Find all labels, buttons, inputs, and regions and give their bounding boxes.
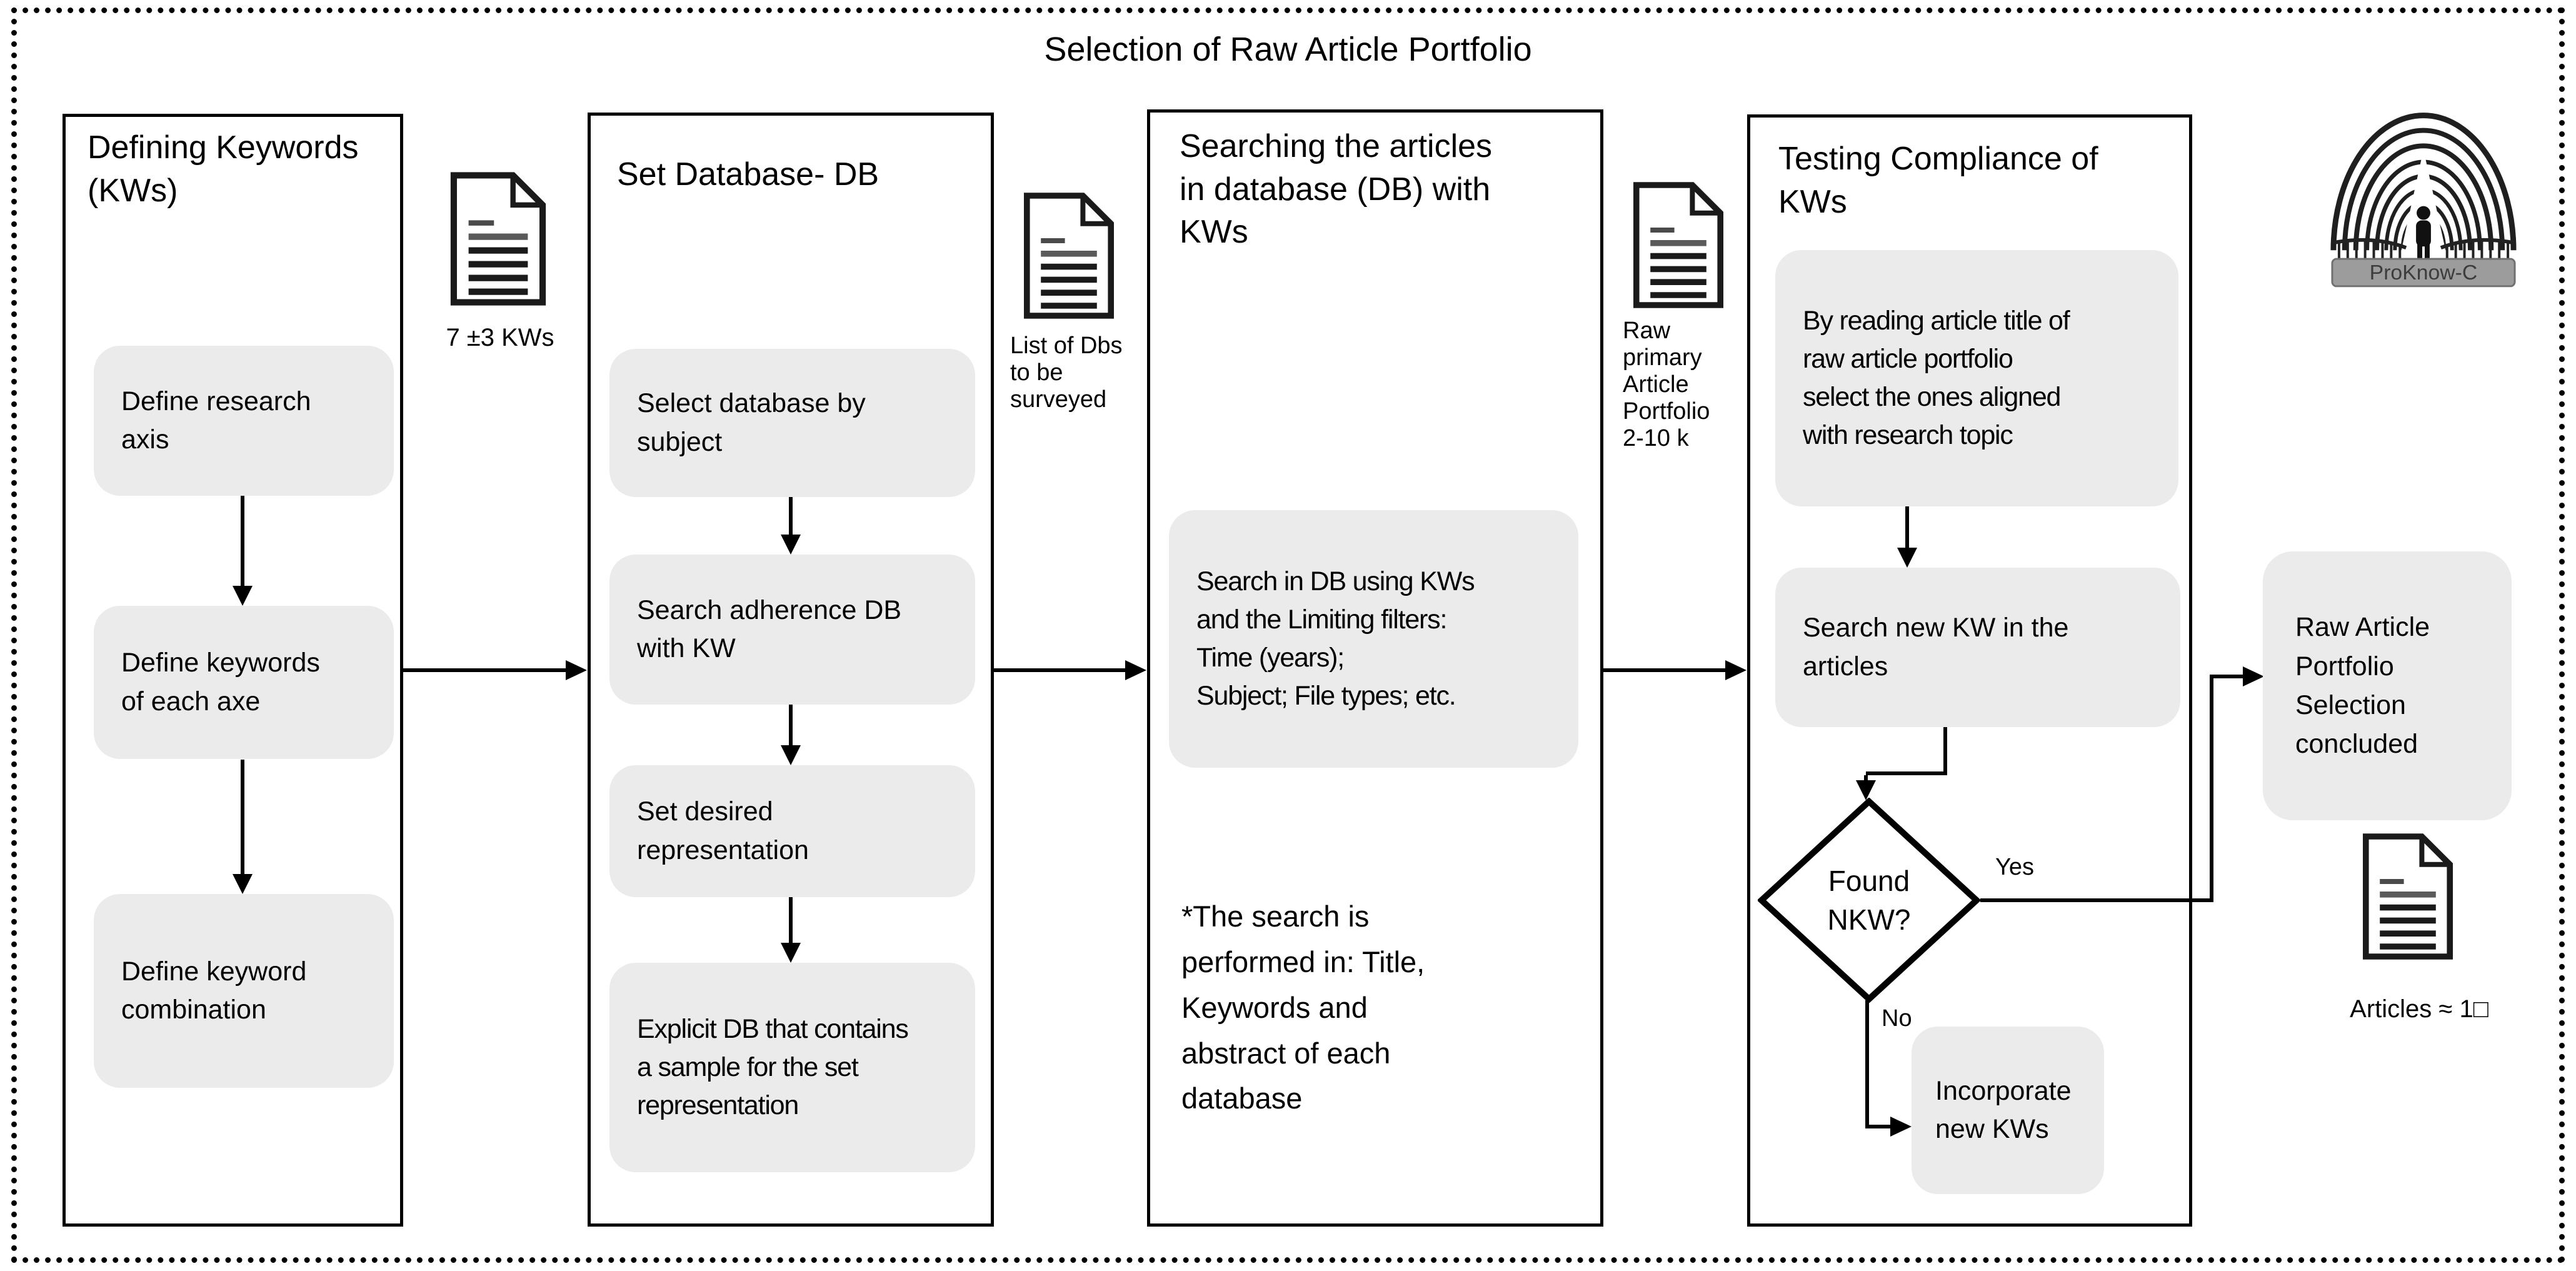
document-icon <box>1628 180 1728 313</box>
arrow-down-icon <box>1856 780 1876 800</box>
step-define-keyword-combination: Define keyword combination <box>94 894 394 1088</box>
arrow-down-icon <box>781 943 801 963</box>
document-icon <box>445 170 551 311</box>
logo-light-wedge <box>2401 149 2446 252</box>
arrow-right-icon <box>1125 660 1146 680</box>
proknow-c-logo: ProKnow-C <box>2330 63 2517 292</box>
flow-line <box>1603 668 1725 672</box>
yes-path-line <box>2210 675 2243 678</box>
document-icon <box>2358 831 2458 965</box>
step-explicit-db-sample: Explicit DB that contains a sample for t… <box>609 963 975 1172</box>
search-scope-note: *The search is performed in: Title, Keyw… <box>1181 900 1425 1115</box>
flow-line <box>403 668 566 672</box>
arrow-right-icon <box>1725 660 1747 680</box>
step-define-research-axis: Define research axis <box>94 346 394 496</box>
stage-header: Testing Compliance of KWs <box>1778 141 2098 220</box>
step-search-adherence-db: Search adherence DB with KW <box>609 555 975 705</box>
artifact-label: Raw primary Article Portfolio 2-10 k <box>1623 318 1710 451</box>
stage-header: Searching the articles in database (DB) … <box>1180 128 1493 251</box>
diagram-dotted-border <box>11 8 2565 1263</box>
flow-line <box>241 496 244 586</box>
stage-header: Defining Keywords (KWs) <box>88 129 359 209</box>
decision-found-nkw: Found NKW? <box>1757 797 1982 1003</box>
arrow-down-icon <box>781 745 801 765</box>
arrow-right-icon <box>2243 666 2264 686</box>
diagram-title: Selection of Raw Article Portfolio <box>1044 31 1532 68</box>
step-incorporate-new-kws: Incorporate new KWs <box>1912 1027 2104 1194</box>
arrow-down-icon <box>1897 548 1917 568</box>
flow-line <box>789 705 793 745</box>
no-path-line <box>1865 1125 1890 1128</box>
logo-text: ProKnow-C <box>2370 261 2478 284</box>
decision-no-label: No <box>1882 1005 1912 1032</box>
decision-yes-label: Yes <box>1995 854 2034 880</box>
step-select-database-by-subject: Select database by subject <box>609 349 975 497</box>
artifact-label: 7 ±3 KWs <box>446 324 554 351</box>
step-read-titles-select-aligned: By reading article title of raw article … <box>1775 250 2178 506</box>
document-icon <box>1019 191 1119 324</box>
flow-line <box>789 897 793 943</box>
arrow-down-icon <box>781 535 801 555</box>
artifact-label: Articles ≈ 1□ <box>2350 995 2488 1023</box>
logo-banner: ProKnow-C <box>2331 258 2516 288</box>
flow-line <box>1864 775 1868 783</box>
step-search-new-kw: Search new KW in the articles <box>1775 568 2180 727</box>
arrow-down-icon <box>233 586 253 606</box>
flow-line <box>789 497 793 535</box>
flow-line <box>994 668 1125 672</box>
decision-question: Found NKW? <box>1827 864 1911 936</box>
arrow-down-icon <box>233 874 253 894</box>
diamond-shape <box>1757 797 1982 1003</box>
yes-path-line <box>2210 676 2213 902</box>
flow-line <box>1866 771 1947 775</box>
arrow-right-icon <box>1890 1117 1912 1137</box>
stage-header: Set Database- DB <box>617 156 880 193</box>
step-define-keywords-each-axe: Define keywords of each axe <box>94 606 394 759</box>
artifact-label: List of Dbs to be surveyed <box>1010 333 1123 413</box>
flow-line <box>1943 727 1947 775</box>
yes-path-line <box>1980 898 2213 902</box>
step-search-in-db-with-filters: Search in DB using KWs and the Limiting … <box>1169 510 1578 768</box>
arrow-right-icon <box>566 660 587 680</box>
logo-fence <box>2332 238 2515 259</box>
no-path-line <box>1865 1000 1869 1127</box>
flow-line <box>241 760 244 874</box>
person-icon <box>2416 206 2431 259</box>
result-raw-article-portfolio-concluded: Raw Article Portfolio Selection conclude… <box>2263 551 2512 820</box>
step-set-desired-representation: Set desired representation <box>609 765 975 897</box>
flow-line <box>1905 506 1909 548</box>
